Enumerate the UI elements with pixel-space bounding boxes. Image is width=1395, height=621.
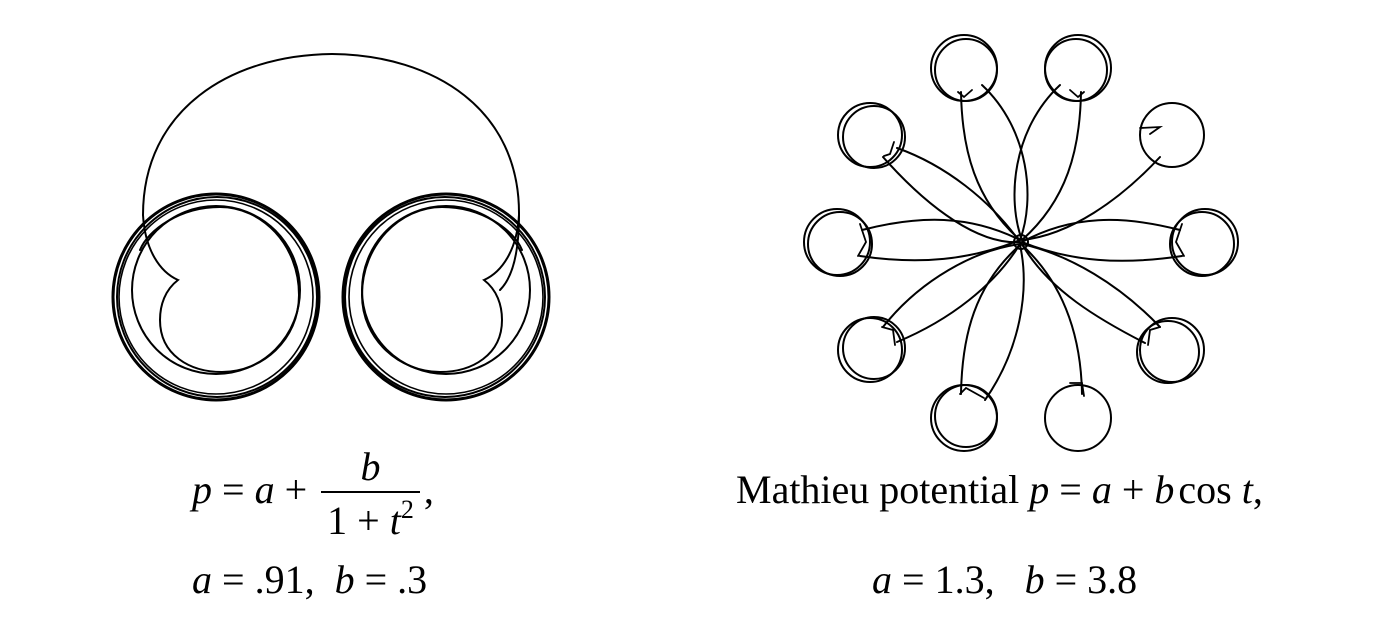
petal-upper-left (882, 147, 1022, 244)
left-cap2-b-eq: = (364, 557, 388, 602)
right-cap-plus: + (1121, 467, 1145, 512)
right-circle-outer-3 (348, 199, 544, 395)
right-cap2-a-val: 1.3, (934, 557, 995, 602)
loop-upper-left-2 (842, 105, 906, 169)
cusp-marks (857, 89, 1185, 399)
left-cap2-a-eq: = (222, 557, 245, 602)
right-circle-inner (361, 205, 531, 375)
left-cap-p: p (192, 467, 212, 513)
right-cap-text: Mathieu potential (736, 467, 1020, 512)
loop-bottom-left-2 (934, 384, 998, 448)
right-circle-outer-2 (344, 196, 546, 398)
loop-top-left-2 (934, 38, 998, 102)
right-cap-p: p (1029, 467, 1050, 512)
right-figure (803, 34, 1239, 452)
loop-upper-right (1139, 102, 1205, 168)
petal-upper-right (1021, 156, 1161, 241)
left-circle-inner (131, 205, 301, 375)
den-plus: + (357, 498, 380, 543)
left-cap2-b-val: .3 (397, 557, 428, 602)
loop-lower-right-2 (1136, 320, 1200, 384)
left-figure (111, 52, 551, 402)
den-t: t (389, 498, 401, 543)
left-cap2-a: a (192, 557, 212, 602)
petal-lower-right (1020, 242, 1161, 344)
loop-bottom-left (930, 384, 998, 452)
left-cap-fraction: b 1 + t2 (321, 447, 420, 541)
right-cap2-a: a (872, 557, 892, 602)
left-cap-comma: , (423, 467, 434, 513)
left-cap-plus: + (284, 467, 308, 513)
petal-bottom-right (1021, 244, 1083, 395)
loop-left-2 (807, 211, 873, 277)
left-cap-denominator: 1 + t2 (321, 491, 420, 541)
right-cap-comma: , (1252, 467, 1263, 512)
right-cap-cos: cos (1178, 467, 1232, 512)
outer-loops (803, 34, 1239, 452)
left-cap2-a-val: .91, (254, 557, 315, 602)
right-cap2-a-eq: = (902, 557, 925, 602)
left-upper-arc (142, 52, 521, 291)
loop-top-right-2 (1044, 38, 1108, 102)
right-cap-eq: = (1059, 467, 1082, 512)
left-caption-line1: p = a + b 1 + t2 , (192, 447, 434, 541)
petal-bottom-left (960, 243, 1025, 401)
left-cap-a: a (254, 467, 275, 513)
right-cap2-b: b (1024, 557, 1045, 602)
right-caption-line2: a = 1.3, b = 3.8 (872, 560, 1137, 600)
den-one: 1 (327, 498, 348, 543)
loop-lower-left-2 (842, 316, 906, 380)
right-cap2-b-eq: = (1054, 557, 1078, 602)
left-circle-outer-2 (116, 196, 318, 398)
left-cap-numerator: b (360, 444, 381, 489)
right-cap-b: b (1154, 467, 1175, 512)
den-exponent: 2 (400, 495, 414, 524)
right-cap-a: a (1091, 467, 1112, 512)
left-cap-eq: = (222, 467, 245, 513)
loop-bottom-right (1044, 384, 1112, 452)
loop-right-2 (1169, 211, 1235, 277)
petal-right (1019, 218, 1183, 262)
left-circle-outer-1 (111, 192, 321, 402)
left-circle-outer-3 (118, 199, 314, 395)
right-circle-outer-1 (341, 192, 551, 402)
star-petals (859, 84, 1183, 401)
left-cap2-b: b (334, 557, 355, 602)
right-cap2-b-val: 3.8 (1087, 557, 1138, 602)
right-cap-t: t (1241, 467, 1253, 512)
petal-left (859, 218, 1023, 262)
left-caption-line2: a = .91, b = .3 (192, 560, 427, 600)
